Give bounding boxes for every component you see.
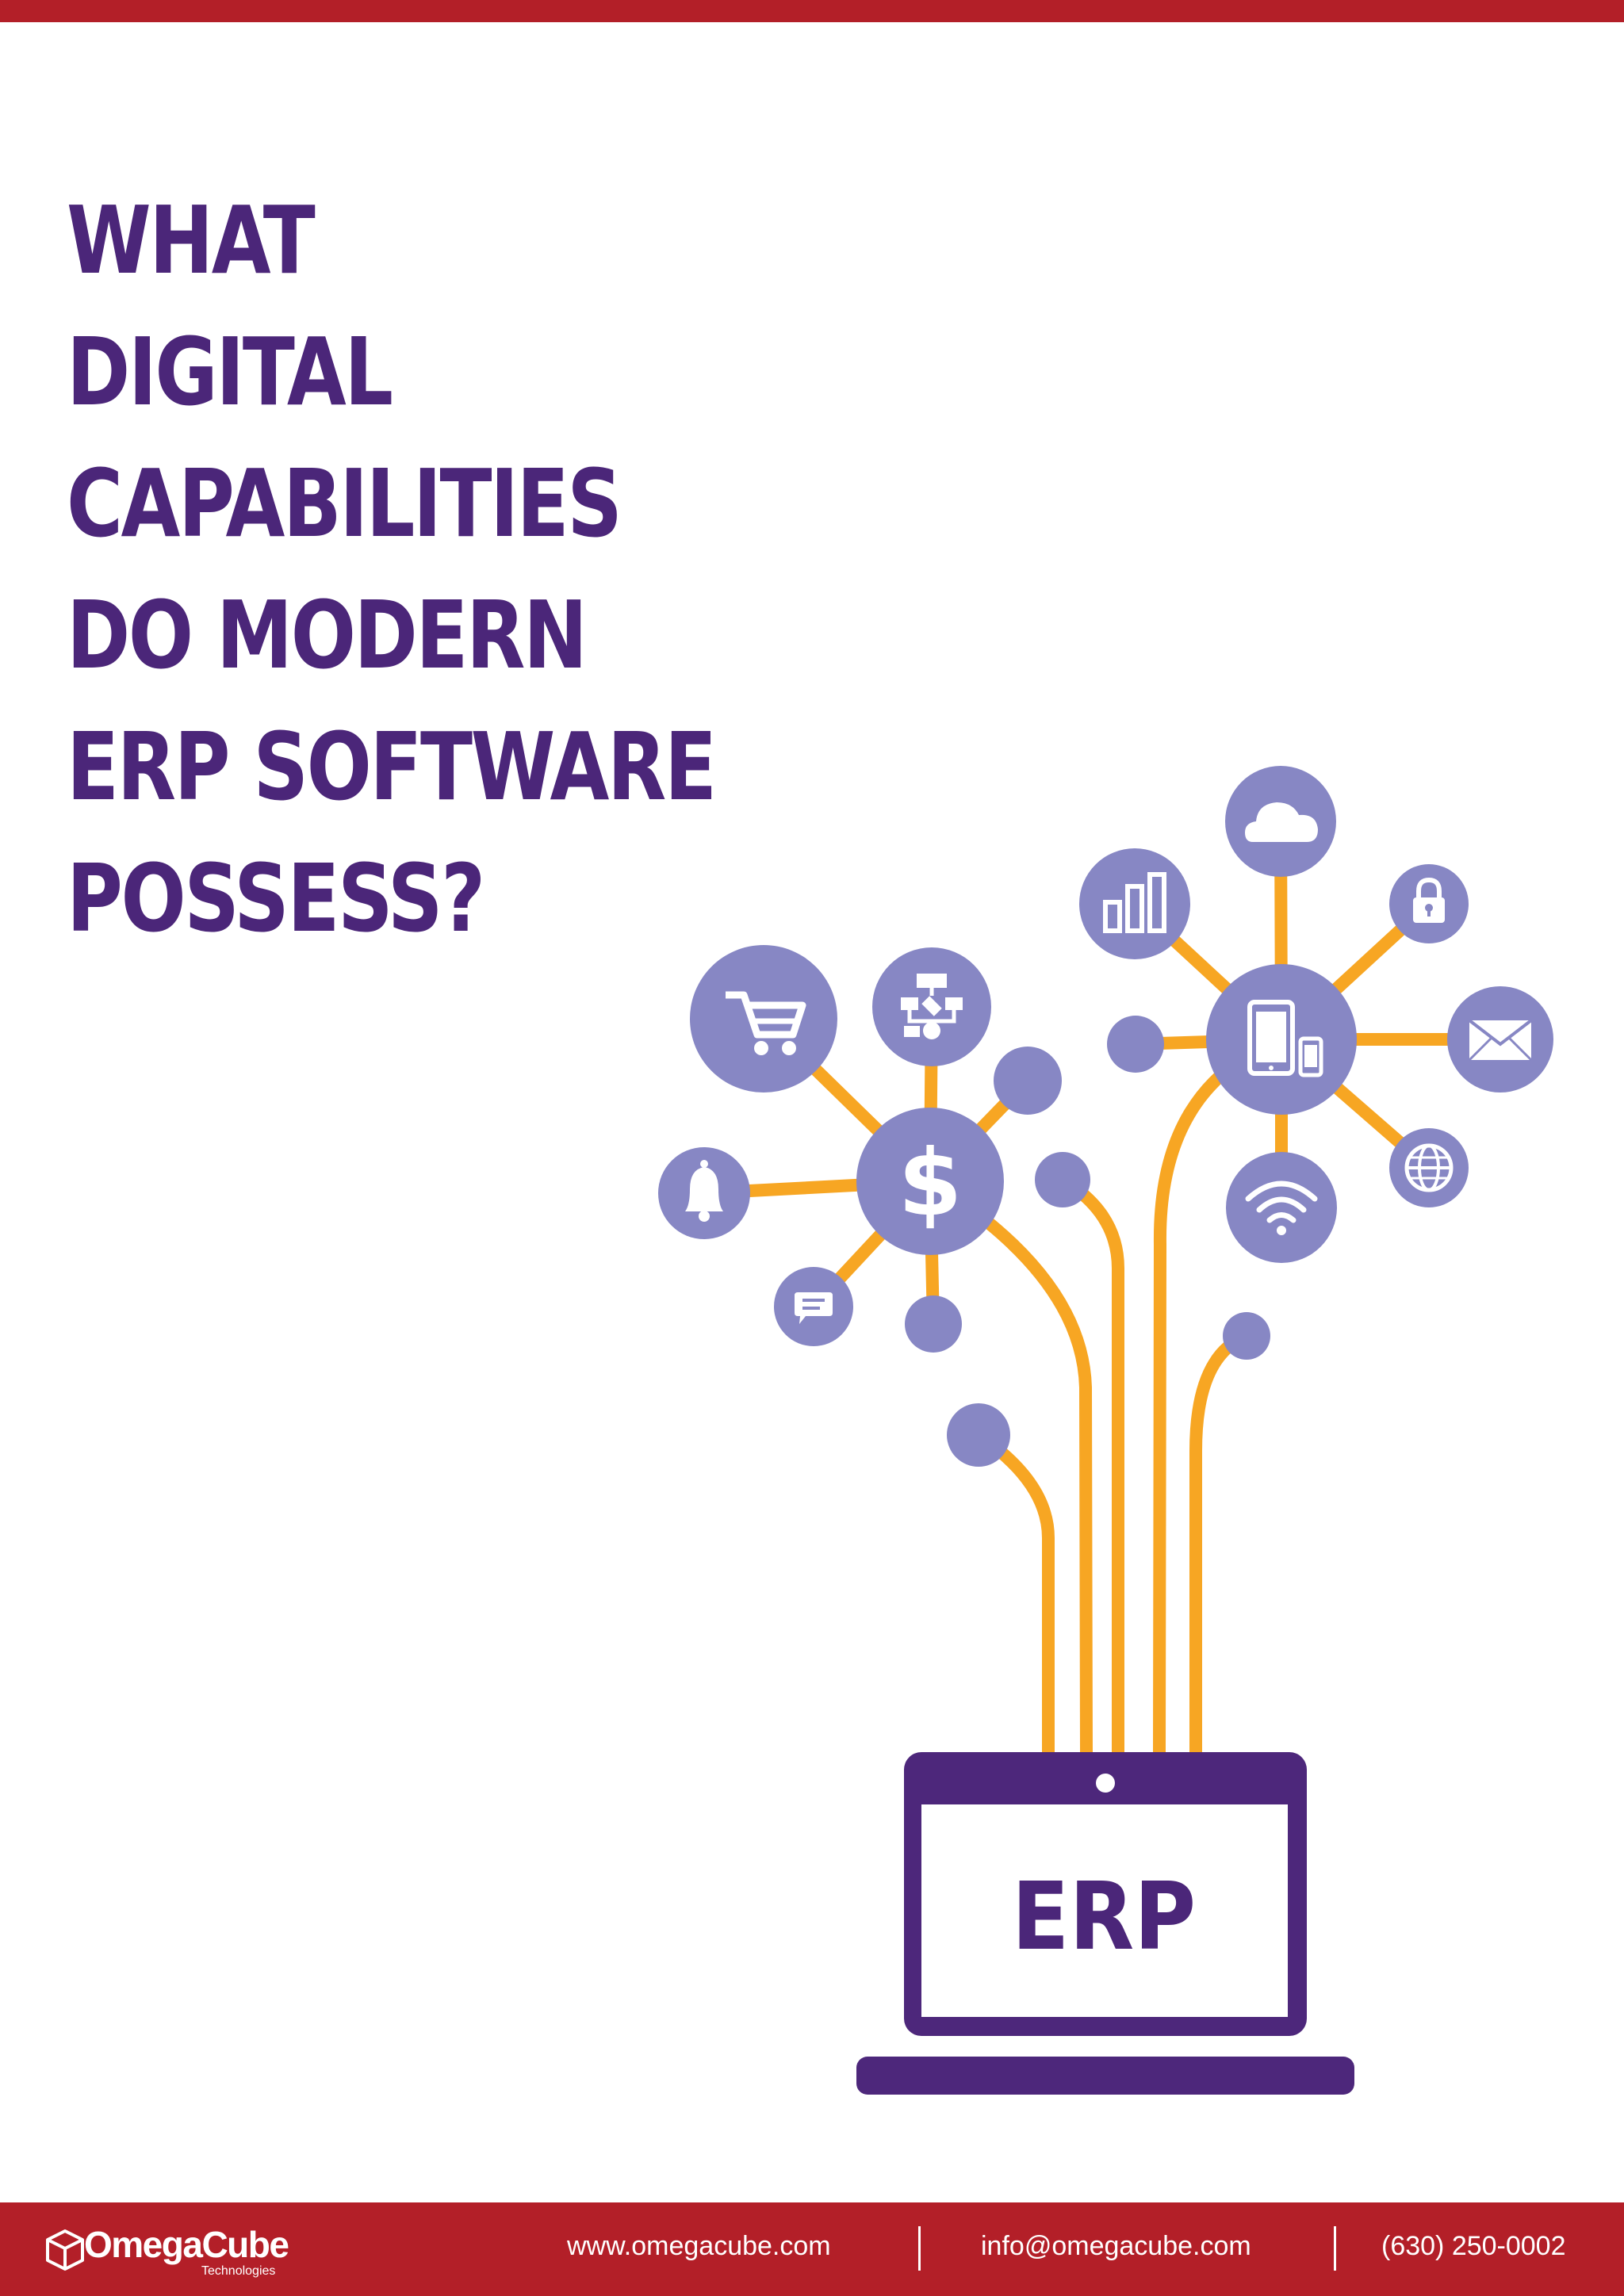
bell-icon xyxy=(658,1147,750,1239)
dot-node xyxy=(1107,1016,1164,1073)
laptop: ERP xyxy=(856,1752,1354,2095)
chat-icon xyxy=(774,1267,853,1346)
phone-number[interactable]: (630) 250-0002 xyxy=(1381,2231,1566,2261)
brand-name: OmegaCube xyxy=(84,2224,289,2265)
dot-node xyxy=(905,1295,962,1353)
title-line: CAPABILITIES xyxy=(67,449,622,558)
erp-illustration: $ xyxy=(658,766,1553,2095)
footer-divider xyxy=(1334,2226,1336,2271)
dot-node xyxy=(947,1403,1010,1467)
top-bar xyxy=(0,0,1624,22)
cloud-icon xyxy=(1225,766,1336,877)
page-title: WHAT DIGITAL CAPABILITIES DO MODERN ERP … xyxy=(67,174,717,964)
dot-node xyxy=(1223,1312,1270,1360)
shopping-cart-icon xyxy=(690,945,837,1093)
website-link[interactable]: www.omegacube.com xyxy=(567,2231,831,2261)
laptop-screen-label: ERP xyxy=(1012,1863,1196,1972)
footer-divider xyxy=(918,2226,921,2271)
svg-text:$: $ xyxy=(898,1130,963,1237)
dot-node xyxy=(994,1047,1062,1115)
globe-icon xyxy=(1389,1128,1469,1207)
brand-logo[interactable]: OmegaCube Technologies xyxy=(44,2220,306,2279)
email-link[interactable]: info@omegacube.com xyxy=(981,2231,1251,2261)
footer: OmegaCube Technologies www.omegacube.com… xyxy=(0,2202,1624,2296)
dot-node xyxy=(1035,1152,1090,1207)
mail-icon xyxy=(1447,986,1553,1093)
title-line: POSSESS? xyxy=(67,844,485,953)
title-line: DO MODERN xyxy=(67,580,588,690)
title-line: ERP SOFTWARE xyxy=(67,712,717,821)
lock-icon xyxy=(1389,864,1469,943)
title-line: DIGITAL xyxy=(67,317,393,427)
wifi-icon xyxy=(1226,1152,1337,1263)
bar-chart-icon xyxy=(1079,848,1190,959)
dollar-icon: $ xyxy=(856,1108,1004,1255)
cube-icon xyxy=(46,2229,84,2271)
tablet-phone-icon xyxy=(1206,964,1357,1115)
brand-subtitle: Technologies xyxy=(201,2264,276,2278)
title-line: WHAT xyxy=(67,186,316,295)
flowchart-icon xyxy=(872,947,991,1066)
